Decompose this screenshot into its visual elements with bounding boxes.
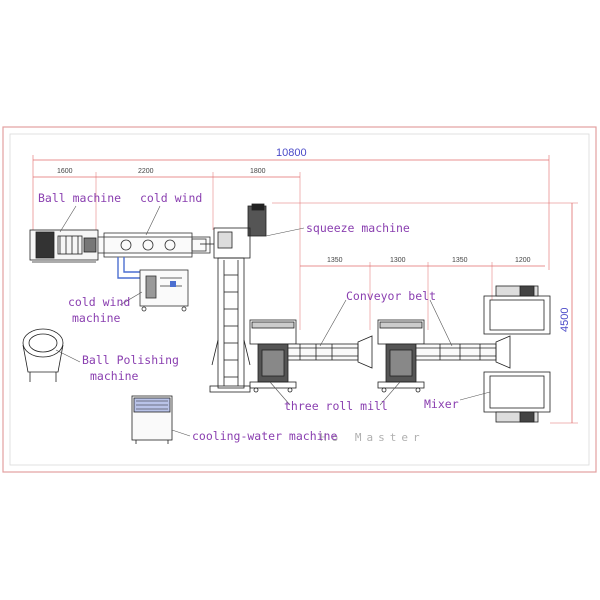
cold-wind-tunnel <box>97 232 211 258</box>
label-cold-wind-machine-1: cold wind <box>68 295 130 309</box>
dimension-total-width: 4500 <box>272 202 578 424</box>
label-ball-machine: Ball machine <box>38 191 121 205</box>
label-conveyor-belt: Conveyor belt <box>346 289 436 303</box>
label-cold-wind-machine-2: machine <box>72 311 121 325</box>
mixer-top <box>483 285 551 335</box>
outer-frame <box>2 126 597 473</box>
ball-polishing-machine <box>22 328 64 382</box>
conveyor-belt-2 <box>415 335 511 369</box>
leader-lines <box>55 205 491 437</box>
mixer-bottom <box>483 371 551 423</box>
dim-total-width: 4500 <box>559 308 571 332</box>
label-cooling-water-machine: cooling-water machine <box>192 429 337 443</box>
three-roll-mill-2 <box>377 319 425 393</box>
dimension-top-segments: 1600 2200 1800 <box>33 168 301 330</box>
label-three-roll-mill: three roll mill <box>284 399 388 413</box>
inner-frame <box>9 133 590 466</box>
watermark: Ho Master <box>320 431 425 444</box>
label-cold-wind: cold wind <box>140 191 202 205</box>
dimension-right-segments: 1350 1300 1350 1200 <box>300 257 545 330</box>
dim-1350-a: 1350 <box>327 257 343 264</box>
dim-2200: 2200 <box>138 168 154 175</box>
conveyor-belt-1 <box>287 335 373 369</box>
dim-1600: 1600 <box>57 168 73 175</box>
ball-machine <box>29 229 99 263</box>
dimension-total-length: 10800 <box>32 147 550 270</box>
label-ball-polishing-2: machine <box>90 369 139 383</box>
dim-1800: 1800 <box>250 168 266 175</box>
dim-1350-b: 1350 <box>452 257 468 264</box>
label-mixer: Mixer <box>424 397 459 411</box>
three-roll-mill-1 <box>249 319 297 393</box>
cold-wind-machine <box>117 257 189 312</box>
dim-total-length: 10800 <box>276 147 307 159</box>
cooling-water-machine <box>131 395 173 444</box>
squeeze-machine <box>200 203 267 393</box>
label-squeeze-machine: squeeze machine <box>306 221 410 235</box>
label-ball-polishing-1: Ball Polishing <box>82 353 179 367</box>
dim-1300: 1300 <box>390 257 406 264</box>
dim-1200: 1200 <box>515 257 531 264</box>
